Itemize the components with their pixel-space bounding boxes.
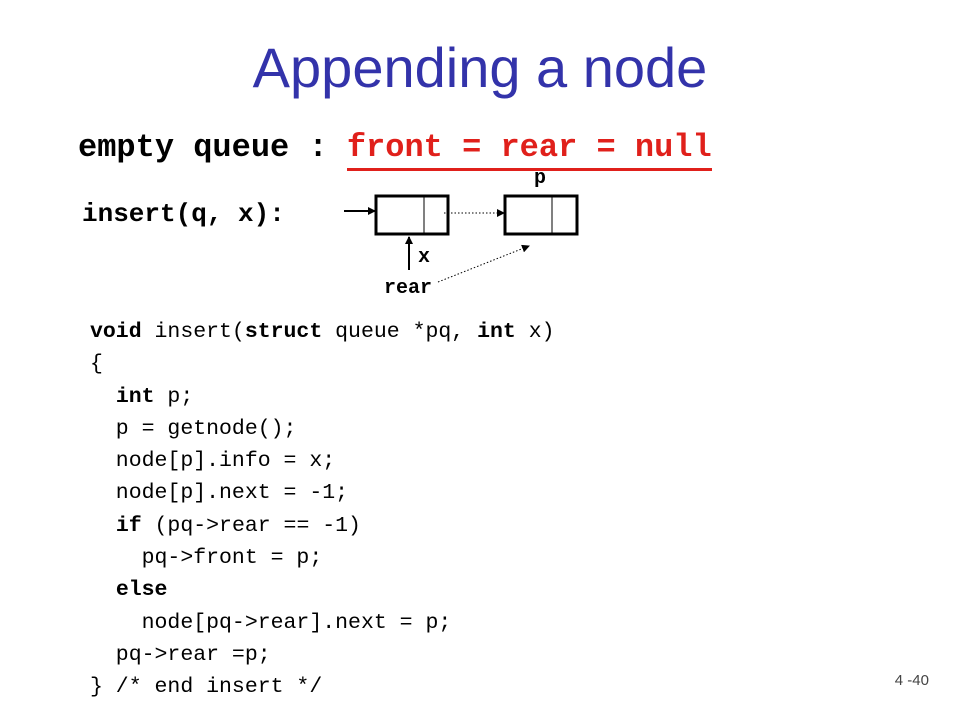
code-line: void insert(struct queue *pq, int x) (90, 320, 555, 344)
empty-queue-line: empty queue : front = rear = null (78, 128, 712, 171)
label-p: p (534, 167, 547, 190)
code-text: node[p].next = -1; (90, 481, 349, 506)
code-keyword: else (115, 578, 168, 603)
code-line: { (90, 352, 103, 376)
code-text: } /* end insert */ (90, 675, 323, 700)
code-text: (pq->rear == -1) (141, 513, 361, 538)
code-text: node[pq->rear].next = p; (90, 610, 452, 635)
code-keyword: void (90, 320, 142, 344)
slide-title: Appending a node (252, 36, 708, 99)
code-line: node[pq->rear].next = p; (90, 610, 452, 635)
code-keyword: int (477, 320, 516, 344)
code-text: node[p].info = x; (90, 449, 336, 474)
code-text: pq->rear =p; (90, 642, 271, 667)
empty-queue-condition: front = rear = null (346, 129, 712, 171)
code-text (90, 385, 116, 409)
page-number: 4 -40 (894, 672, 929, 689)
code-text: p = getnode(); (90, 416, 297, 441)
code-block: void insert(struct queue *pq, int x) { i… (90, 316, 555, 704)
node-rear (374, 194, 450, 236)
insert-call-label: insert(q, x): (82, 199, 285, 229)
code-text: insert( (141, 320, 245, 344)
label-rear: rear (384, 277, 433, 300)
code-text: x) (515, 320, 555, 344)
code-line: pq->rear =p; (90, 643, 271, 667)
code-text: queue *pq, (322, 320, 478, 344)
code-line: pq->front = p; (90, 546, 323, 571)
code-line: p = getnode(); (90, 416, 297, 441)
code-line: else (90, 578, 168, 603)
code-keyword: int (115, 384, 155, 409)
code-line: node[p].info = x; (90, 449, 335, 473)
node-new (503, 194, 579, 236)
label-x: x (418, 246, 431, 269)
code-text: { (90, 352, 103, 377)
rear-move-arrow (437, 244, 530, 283)
empty-queue-prefix: empty queue : (78, 129, 347, 166)
code-line: node[p].next = -1; (90, 481, 348, 505)
code-text: p; (154, 384, 194, 409)
code-line: int p; (90, 385, 193, 409)
code-keyword: struct (244, 320, 323, 344)
code-text: pq->front = p; (90, 546, 323, 571)
code-line: if (pq->rear == -1) (90, 514, 361, 538)
code-text (90, 514, 116, 538)
code-text (90, 578, 116, 602)
code-keyword: if (115, 513, 142, 538)
code-line: } /* end insert */ (90, 675, 322, 699)
